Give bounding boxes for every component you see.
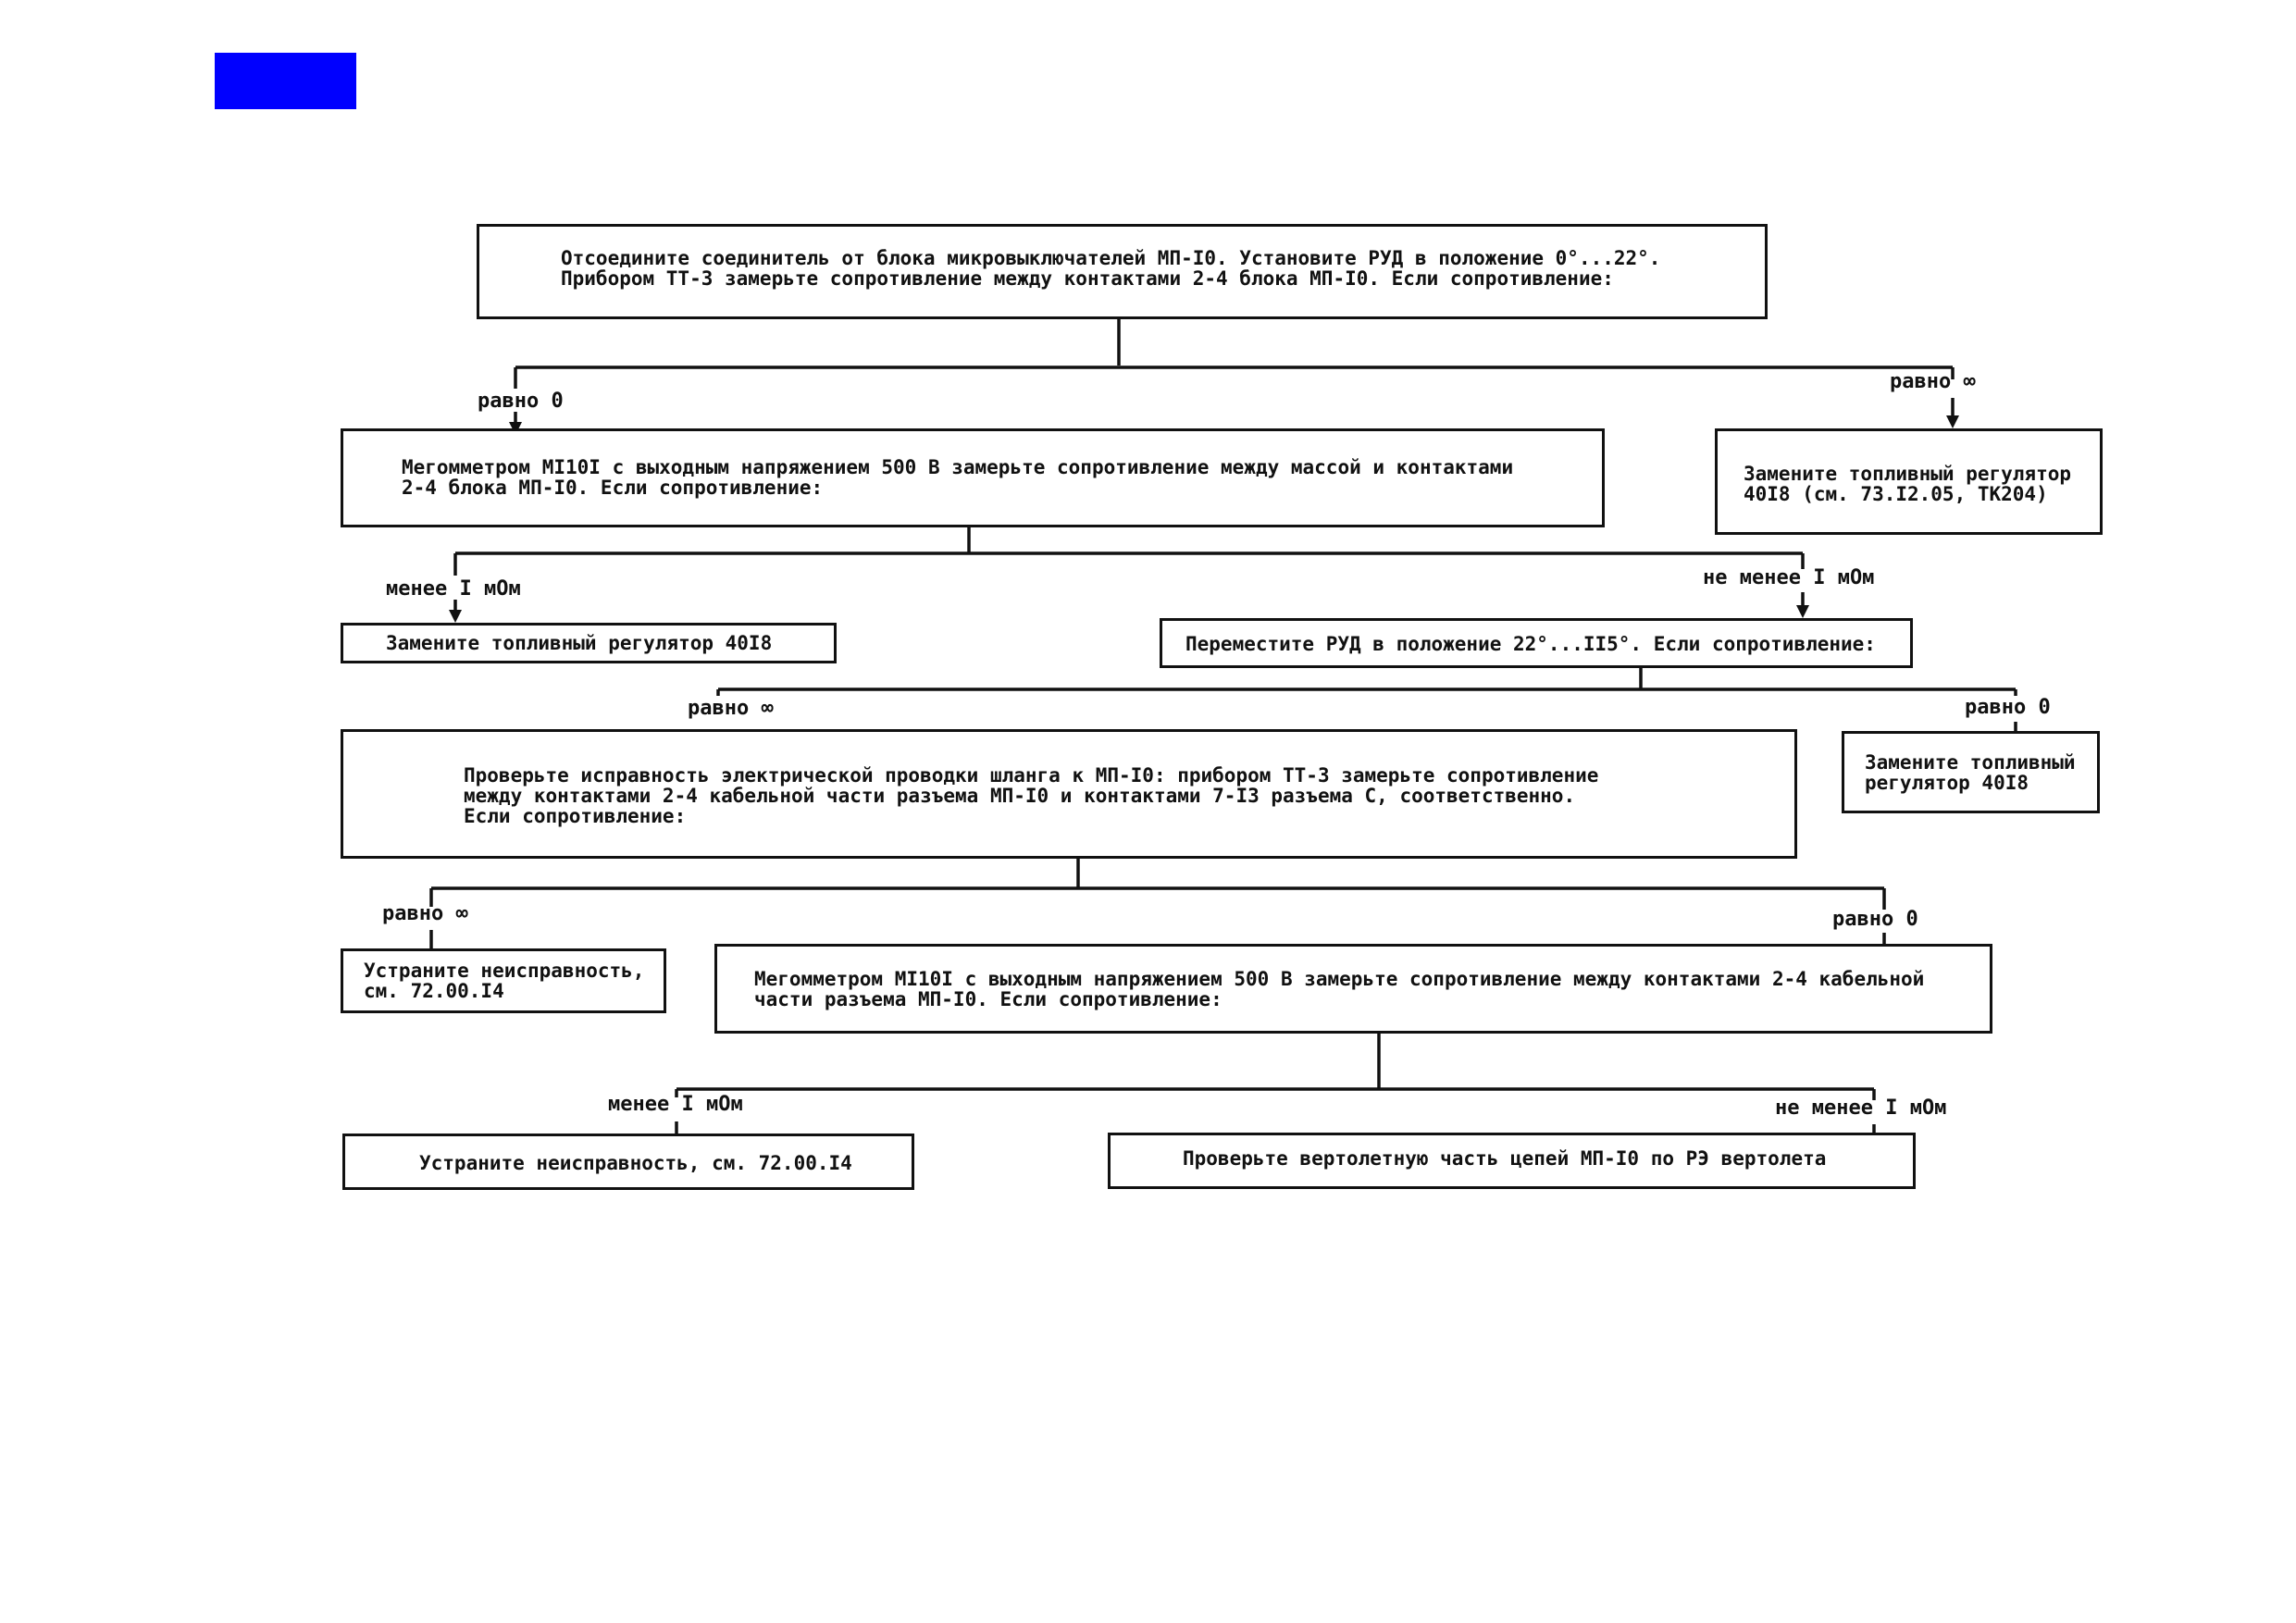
step-1-line-1: Отсоедините соединитель от блока микровы… [561,247,1661,269]
step-10-line-1: Устраните неисправность, см. 72.00.I4 [419,1152,852,1174]
step-6-line-3: Если сопротивление: [464,805,687,827]
branch-label-equal-infinity: равно ∞ [382,902,468,925]
step-9-line-2: части разъема МП-I0. Если сопротивление: [754,988,1222,1010]
step-8-fix-fault-box: Устраните неисправность, см. 72.00.I4 [341,948,666,1013]
step-10-fix-fault-box: Устраните неисправность, см. 72.00.I4 [342,1134,914,1190]
step-9-megohmmeter-cable-box: Мегомметром МI10I с выходным напряжением… [714,944,1992,1034]
step-4-line-1: Замените топливный регулятор 40I8 [386,632,773,654]
branch-label-equal-zero: равно 0 [1832,908,1918,931]
step-8-line-1: Устраните неисправность, [364,960,645,982]
step-5-move-throttle-box: Переместите РУД в положение 22°...II5°. … [1160,618,1913,668]
step-3-line-2: 40I8 (см. 73.I2.05, ТК204) [1744,483,2048,505]
step-2-line-1: Мегомметром МI10I с выходным напряжением… [402,456,1514,478]
step-7-line-2: регулятор 40I8 [1865,772,2029,794]
step-3-replace-regulator-box: Замените топливный регулятор 40I8 (см. 7… [1715,428,2103,535]
branch-label-not-less-than-1-mohm: не менее I мОм [1703,566,1875,589]
step-6-check-wiring-box: Проверьте исправность электрической пров… [341,729,1797,859]
step-1-line-2: Прибором ТТ-3 замерьте сопротивление меж… [561,267,1614,290]
step-11-line-1: Проверьте вертолетную часть цепей МП-I0 … [1183,1147,1827,1170]
step-4-replace-regulator-box: Замените топливный регулятор 40I8 [341,623,837,663]
step-7-line-1: Замените топливный [1865,751,2076,774]
arrowhead [1796,605,1809,618]
branch-label-not-less-than-1-mohm: не менее I мОм [1775,1096,1947,1120]
step-11-check-helicopter-circuit-box: Проверьте вертолетную часть цепей МП-I0 … [1108,1133,1916,1189]
step-2-line-2: 2-4 блока МП-I0. Если сопротивление: [402,477,824,499]
arrowhead [1946,415,1959,428]
branch-label-equal-infinity: равно ∞ [688,697,774,720]
step-6-line-2: между контактами 2-4 кабельной части раз… [464,785,1576,807]
branch-label-equal-zero: равно 0 [478,390,564,413]
step-7-replace-regulator-box: Замените топливный регулятор 40I8 [1842,731,2100,813]
step-6-line-1: Проверьте исправность электрической пров… [464,764,1599,787]
branch-label-equal-infinity: равно ∞ [1890,370,1976,393]
step-8-line-2: см. 72.00.I4 [364,980,504,1002]
step-5-line-1: Переместите РУД в положение 22°...II5°. … [1185,633,1876,655]
branch-label-equal-zero: равно 0 [1965,696,2051,719]
branch-label-less-than-1-mohm: менее I мОм [608,1093,743,1116]
step-1-disconnect-box: Отсоедините соединитель от блока микровы… [477,224,1768,319]
branch-label-less-than-1-mohm: менее I мОм [386,577,521,601]
blue-marker-block [215,53,356,109]
arrowhead [449,610,462,623]
step-9-line-1: Мегомметром МI10I с выходным напряжением… [754,968,1925,990]
step-3-line-1: Замените топливный регулятор [1744,463,2072,485]
step-2-megohmmeter-box: Мегомметром МI10I с выходным напряжением… [341,428,1605,527]
